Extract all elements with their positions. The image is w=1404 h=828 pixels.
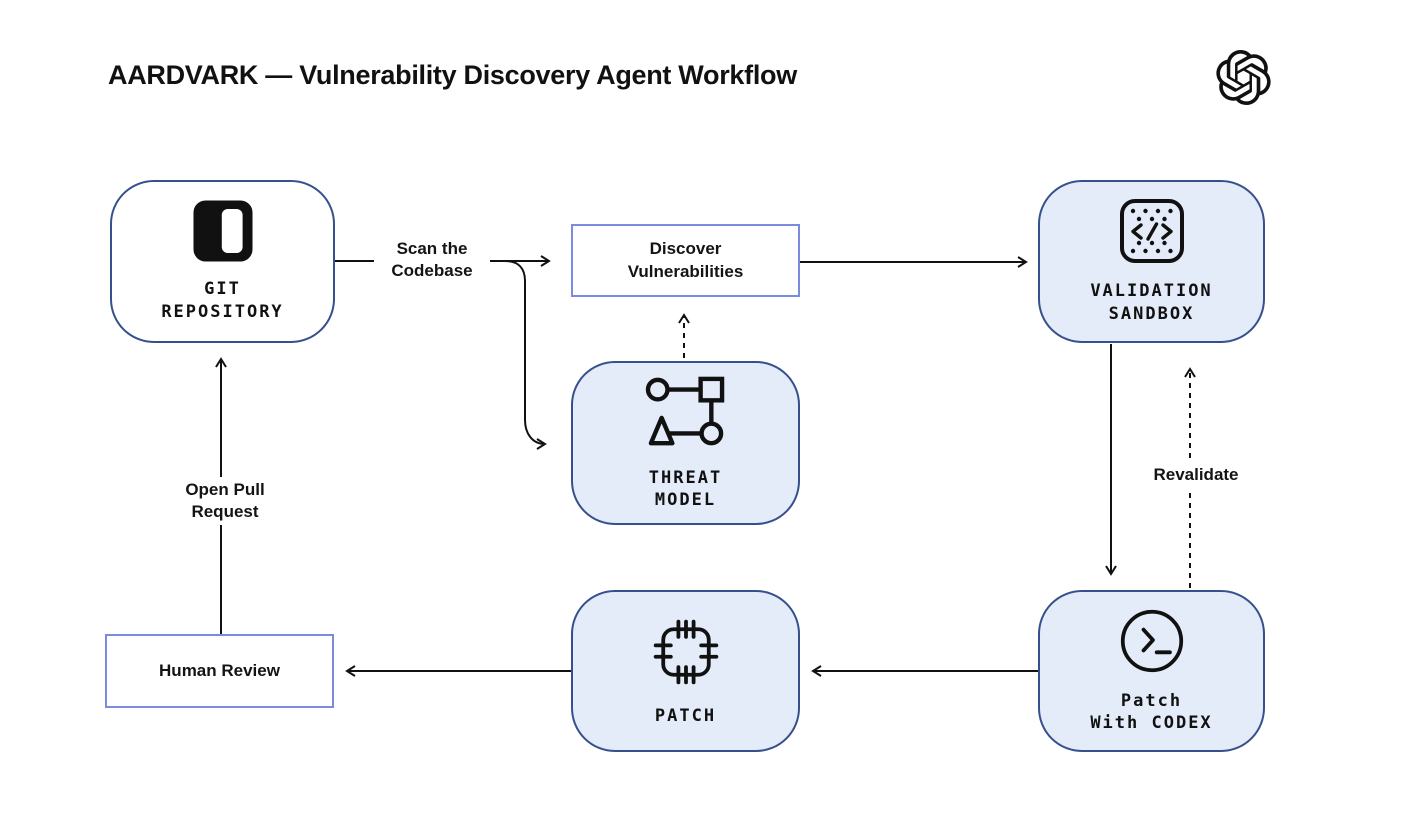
node-label: Patch With CODEX [1090,690,1213,733]
node-validation-sandbox: VALIDATION SANDBOX [1038,180,1265,343]
sandbox-code-icon [1119,198,1185,264]
node-label: THREAT MODEL [648,467,723,510]
edge-label-open-pull-request: Open Pull Request [153,477,297,526]
node-label: PATCH [654,705,717,726]
repository-icon [192,200,253,262]
terminal-icon [1119,608,1185,674]
threat-model-icon [644,375,728,451]
node-label: VALIDATION SANDBOX [1090,281,1213,324]
edge-label-revalidate: Revalidate [1134,462,1258,489]
box-label: Human Review [159,660,280,680]
edge-label-scan-codebase: Scan the Codebase [374,236,490,285]
patch-icon [649,615,723,689]
box-label: Discover Vulnerabilities [627,238,744,281]
openai-logo-icon [1216,50,1271,106]
box-discover-vulnerabilities: Discover Vulnerabilities [571,224,800,297]
node-label: GIT REPOSITORY [161,279,284,322]
node-threat-model: THREAT MODEL [571,361,800,525]
edge-branch-to-threat [504,260,547,450]
node-patch-with-codex: Patch With CODEX [1038,590,1265,752]
node-patch: PATCH [571,590,800,752]
box-human-review: Human Review [105,634,334,708]
node-git-repository: GIT REPOSITORY [110,180,335,343]
page-title: AARDVARK — Vulnerability Discovery Agent… [108,60,797,90]
